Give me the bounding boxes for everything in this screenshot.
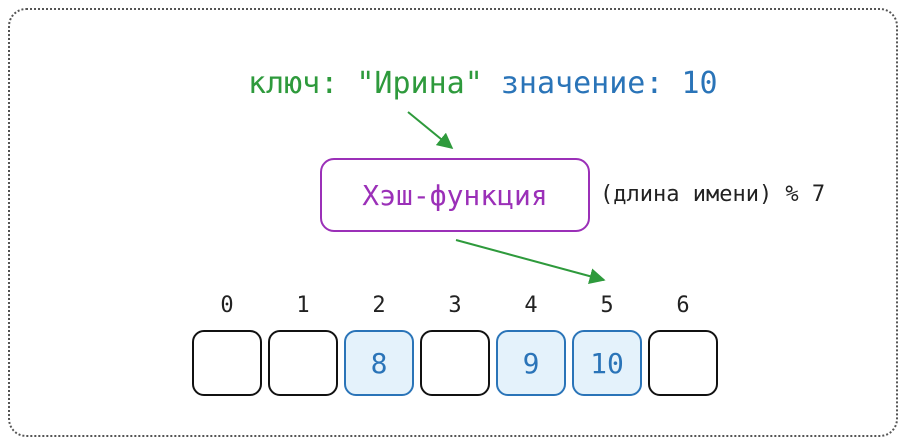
index-label: 6 — [676, 293, 690, 318]
value-number: 10 — [681, 66, 718, 101]
index-label: 2 — [372, 293, 386, 318]
index-label: 1 — [296, 293, 310, 318]
bucket-4: 9 — [496, 330, 566, 396]
hash-function-box: Хэш-функция — [320, 158, 590, 232]
hash-formula: (длина имени) % 7 — [600, 182, 826, 207]
bucket-3 — [420, 330, 490, 396]
index-label: 4 — [524, 293, 538, 318]
bucket-0 — [192, 330, 262, 396]
bucket-2: 8 — [344, 330, 414, 396]
key-value-line: ключ: "Ирина" значение: 10 — [248, 64, 718, 104]
bucket-1 — [268, 330, 338, 396]
bucket-5: 10 — [572, 330, 642, 396]
hash-function-label: Хэш-функция — [362, 178, 548, 212]
index-label: 3 — [448, 293, 462, 318]
key-value: "Ирина" — [356, 66, 483, 101]
bucket-6 — [648, 330, 718, 396]
arrow-key-to-hash — [407, 111, 454, 150]
arrow-hash-to-cell — [455, 239, 606, 284]
index-label: 5 — [600, 293, 614, 318]
diagram-frame — [8, 8, 898, 437]
value-label: значение: — [482, 66, 682, 101]
index-label: 0 — [220, 293, 234, 318]
key-label: ключ: — [248, 66, 357, 101]
